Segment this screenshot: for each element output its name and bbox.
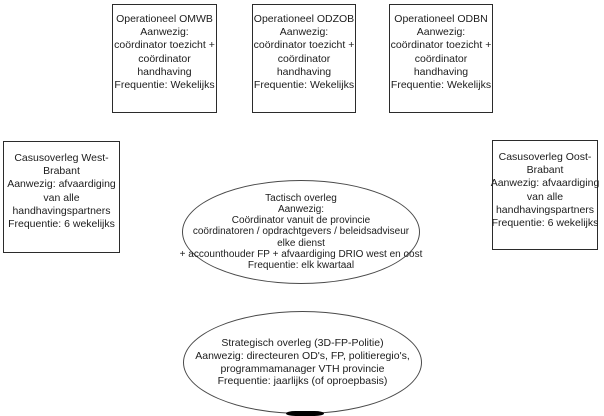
box-casusoverleg-oost-brabant: Casusoverleg Oost- Brabant Aanwezig: afv… xyxy=(490,140,600,250)
box-operationeel-odzob: Operationeel ODZOB Aanwezig: coördinator… xyxy=(252,4,356,113)
box-operationeel-odzob-text: Operationeel ODZOB Aanwezig: coördinator… xyxy=(253,13,355,92)
box-casusoverleg-oost-brabant-text: Casusoverleg Oost- Brabant Aanwezig: afv… xyxy=(490,151,600,230)
ellipse-tactisch-overleg-text: Tactisch overleg Aanwezig: Coördinator v… xyxy=(179,192,423,271)
box-operationeel-omwb: Operationeel OMWB Aanwezig: coördinator … xyxy=(112,4,217,113)
box-operationeel-omwb-text: Operationeel OMWB Aanwezig: coördinator … xyxy=(114,13,215,92)
ellipse-strategisch-overleg-text: Strategisch overleg (3D-FP-Politie) Aanw… xyxy=(195,336,410,388)
box-casusoverleg-west-brabant-text: Casusoverleg West- Brabant Aanwezig: afv… xyxy=(7,152,116,231)
ellipse-bottom-edge-artifact xyxy=(286,411,324,416)
ellipse-strategisch-overleg: Strategisch overleg (3D-FP-Politie) Aanw… xyxy=(183,311,422,414)
box-operationeel-odbn-text: Operationeel ODBN Aanwezig: coördinator … xyxy=(390,13,492,92)
box-operationeel-odbn: Operationeel ODBN Aanwezig: coördinator … xyxy=(389,4,493,113)
ellipse-tactisch-overleg: Tactisch overleg Aanwezig: Coördinator v… xyxy=(179,180,423,284)
box-casusoverleg-west-brabant: Casusoverleg West- Brabant Aanwezig: afv… xyxy=(3,141,120,253)
